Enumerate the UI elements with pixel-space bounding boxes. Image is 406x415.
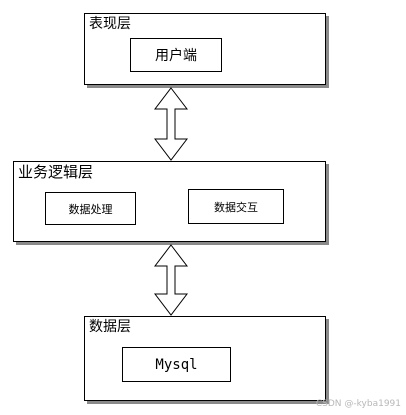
data-layer-title: 数据层: [89, 319, 131, 335]
data-interaction-box: 数据交互: [188, 189, 284, 224]
presentation-layer-title: 表现层: [89, 16, 131, 32]
presentation-layer: 表现层 用户端: [84, 13, 326, 85]
watermark: CSDN @-kyba1991: [315, 399, 401, 409]
client-box: 用户端: [130, 38, 222, 72]
business-logic-layer: 业务逻辑层 数据处理 数据交互: [13, 161, 326, 242]
business-logic-layer-title: 业务逻辑层: [18, 163, 94, 181]
data-layer: 数据层 Mysql: [84, 316, 326, 401]
mysql-box: Mysql: [122, 347, 231, 382]
arrow-presentation-business: [153, 87, 189, 161]
data-processing-box: 数据处理: [45, 192, 136, 225]
arrow-business-data: [153, 244, 189, 316]
